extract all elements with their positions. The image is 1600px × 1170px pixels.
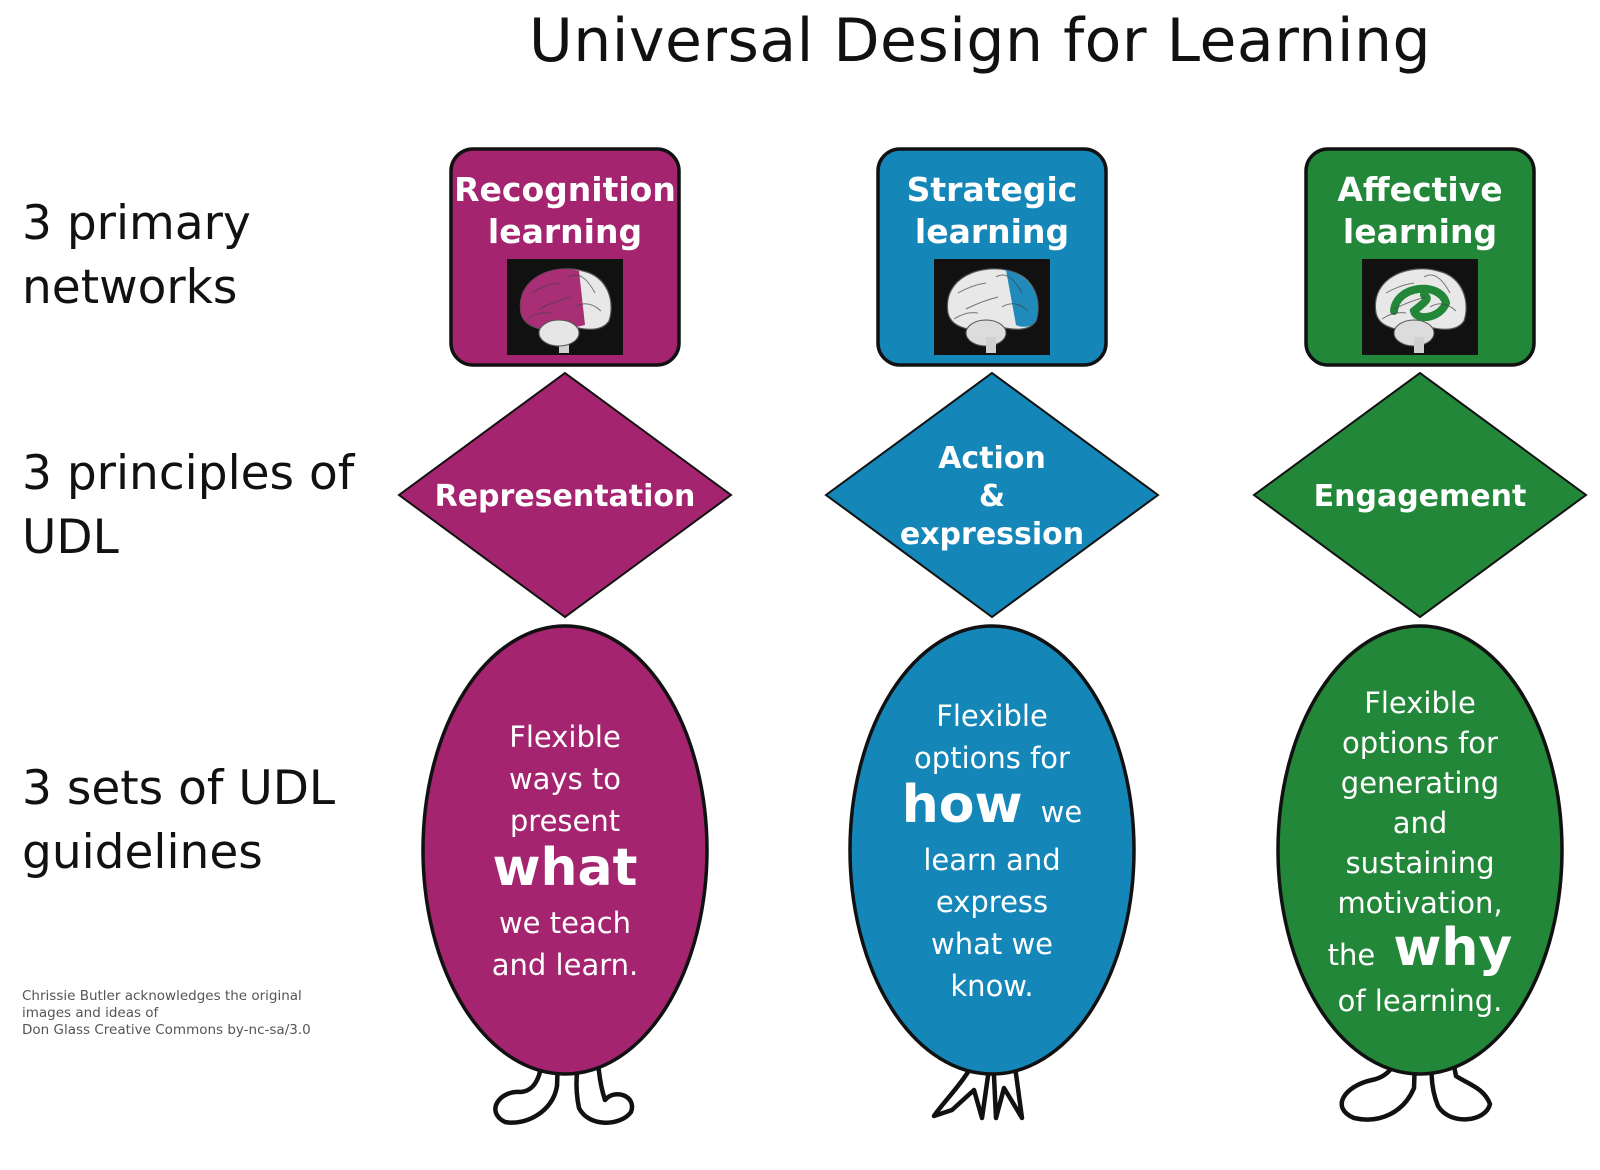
- guideline-text: sustaining: [1345, 846, 1494, 880]
- principle-label-line: Action: [938, 441, 1046, 476]
- guideline-text-line: and learn.: [492, 948, 638, 982]
- guideline-text-line: Flexible: [1364, 686, 1476, 720]
- guideline-emphasis: how: [902, 775, 1023, 835]
- network-title-line: Affective: [1337, 170, 1502, 209]
- guideline-text: generating: [1341, 766, 1499, 800]
- udl-column-recognition: RecognitionlearningRepresentationFlexibl…: [399, 149, 731, 1123]
- guideline-text: Flexible: [509, 720, 621, 754]
- guideline-text: express: [936, 885, 1048, 919]
- guideline-text-line: learn and: [923, 843, 1060, 877]
- guideline-text-line: what: [492, 838, 637, 898]
- network-title-line: learning: [488, 212, 642, 251]
- guideline-text: and: [1393, 806, 1448, 840]
- space: [1375, 918, 1393, 978]
- network-title-line: learning: [1343, 212, 1497, 251]
- guideline-text-line: generating: [1341, 766, 1499, 800]
- network-title-line: Strategic: [907, 170, 1078, 209]
- brain-stem: [1414, 337, 1424, 353]
- guideline-text-line: sustaining: [1345, 846, 1494, 880]
- udl-column-strategic: StrategiclearningAction&expressionFlexib…: [826, 149, 1158, 1118]
- guideline-text: Flexible: [936, 699, 1048, 733]
- guideline-text: know.: [950, 969, 1033, 1003]
- guideline-text: options for: [1342, 726, 1498, 760]
- guideline-text-line: options for: [1342, 726, 1498, 760]
- guideline-text-line: present: [510, 804, 620, 838]
- principle-label-line: Engagement: [1314, 479, 1527, 514]
- guideline-text-line: of learning.: [1338, 984, 1503, 1018]
- guideline-emphasis: what: [492, 838, 637, 898]
- principle-label-line: Representation: [435, 479, 696, 514]
- guideline-text-line: what we: [931, 927, 1053, 961]
- guideline-text-line: express: [936, 885, 1048, 919]
- principle-label-line: expression: [900, 517, 1084, 552]
- guideline-prefix: the: [1328, 938, 1376, 972]
- guideline-text: we teach: [499, 906, 631, 940]
- guideline-text: present: [510, 804, 620, 838]
- guideline-text: motivation,: [1337, 886, 1502, 920]
- principle-label-line: &: [979, 479, 1005, 514]
- brain-stem: [986, 337, 996, 353]
- space: [1023, 775, 1041, 835]
- guideline-suffix: we: [1041, 795, 1083, 829]
- guideline-text-line: ways to: [509, 762, 621, 796]
- guideline-text: ways to: [509, 762, 621, 796]
- guideline-text-line: we teach: [499, 906, 631, 940]
- brain-cerebellum: [539, 320, 579, 346]
- guideline-text: and learn.: [492, 948, 638, 982]
- guideline-text: Flexible: [1364, 686, 1476, 720]
- network-title-line: learning: [915, 212, 1069, 251]
- guideline-text-line: motivation,: [1337, 886, 1502, 920]
- network-title-line: Recognition: [454, 170, 676, 209]
- guideline-text-line: and: [1393, 806, 1448, 840]
- guideline-text-line: Flexible: [936, 699, 1048, 733]
- guideline-text-line: options for: [914, 741, 1070, 775]
- guideline-text: options for: [914, 741, 1070, 775]
- guideline-emphasis: why: [1393, 918, 1512, 978]
- guideline-text: what we: [931, 927, 1053, 961]
- guideline-text-line: know.: [950, 969, 1033, 1003]
- guideline-text: of learning.: [1338, 984, 1503, 1018]
- guideline-text-line: Flexible: [509, 720, 621, 754]
- guideline-text: learn and: [923, 843, 1060, 877]
